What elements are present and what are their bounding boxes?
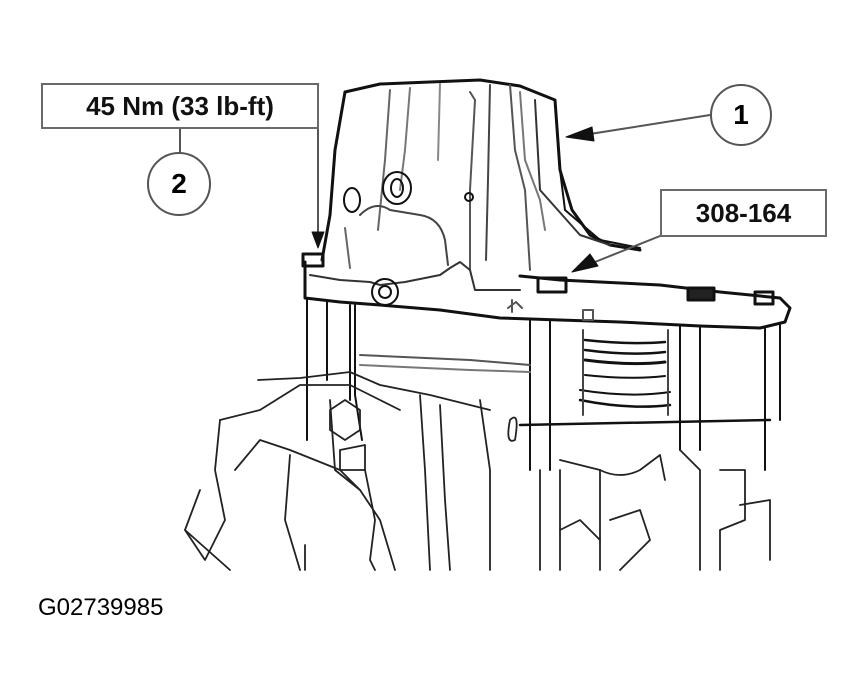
lower-transmission-body [184,371,771,571]
figure-id: G02739985 [38,594,164,621]
callout-2-number: 2 [171,168,187,199]
torque-spec-label: 45 Nm (33 lb-ft) [41,83,319,129]
case-flange [301,252,792,330]
special-tool-308-164 [306,297,781,471]
callout-2-circle: 2 [147,152,211,216]
tool-number-text: 308-164 [695,197,792,228]
torque-spec-text: 45 Nm (33 lb-ft) [86,90,274,121]
callout-1-number: 1 [733,99,749,130]
callout-1-circle: 1 [710,84,772,146]
upper-housing [320,78,642,271]
tool-number-label: 308-164 [660,189,827,237]
